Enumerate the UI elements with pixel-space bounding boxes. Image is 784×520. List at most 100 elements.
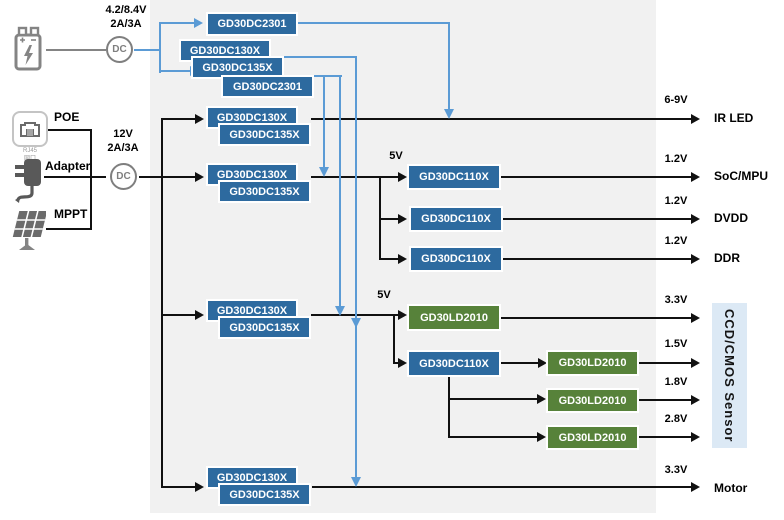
distribution-trunk-line <box>161 118 163 488</box>
arrowhead <box>691 432 700 442</box>
arrowhead <box>398 172 407 182</box>
arrowhead <box>335 306 345 316</box>
connector-line <box>48 129 92 131</box>
arrowhead <box>195 114 204 124</box>
connector-line <box>639 362 692 364</box>
arrowhead <box>537 394 546 404</box>
power-adapter-icon <box>15 159 41 203</box>
arrowhead <box>398 358 407 368</box>
connector-line <box>501 317 692 319</box>
voltage-label-soc: 1.2V <box>664 153 688 165</box>
block-gd30dc110x-ddr: GD30DC110X <box>409 246 503 272</box>
block-gd30ld2010-1v5: GD30LD2010 <box>546 350 639 376</box>
block-gd30ld2010-1v8: GD30LD2010 <box>546 388 639 413</box>
arrowhead <box>195 482 204 492</box>
connector-line <box>323 75 325 168</box>
connector-line <box>381 258 399 260</box>
voltage-label-3v3: 3.3V <box>664 294 688 306</box>
main-voltage-label: 12V <box>113 128 133 140</box>
connector-line <box>163 486 195 488</box>
connector-line <box>134 49 161 51</box>
connector-line <box>296 75 342 77</box>
load-label-soc-mpu: SoC/MPU <box>714 169 768 183</box>
arrowhead <box>691 214 700 224</box>
arrowhead <box>398 214 407 224</box>
connector-line <box>501 176 692 178</box>
connector-line <box>381 176 399 178</box>
connector-line <box>501 362 539 364</box>
ccd-cmos-sensor-block: CCD/CMOS Sensor <box>712 303 747 448</box>
connector-line <box>503 258 692 260</box>
block-gd30dc110x-soc: GD30DC110X <box>407 164 501 190</box>
block-gd30dc110x-dvdd: GD30DC110X <box>409 206 503 232</box>
connector-line <box>311 176 381 178</box>
connector-line <box>161 22 195 24</box>
rj45-caption-line1: RJ45 <box>22 148 37 154</box>
block-gd30dc135x-soc: GD30DC135X <box>218 180 311 203</box>
voltage-label-ddr: 1.2V <box>664 235 688 247</box>
connector-line <box>90 129 92 230</box>
arrowhead <box>194 18 203 28</box>
source-label-adapter: Adapter <box>45 159 91 173</box>
arrowhead <box>691 358 700 368</box>
connector-line <box>139 176 163 178</box>
voltage-label-motor: 3.3V <box>664 464 688 476</box>
arrowhead <box>691 482 700 492</box>
load-label-motor: Motor <box>714 481 748 495</box>
connector-line <box>381 218 399 220</box>
block-gd30dc135x-battery: GD30DC135X <box>191 56 284 79</box>
battery-icon <box>14 26 42 71</box>
main-dc-converter-circle: DC <box>110 163 137 190</box>
connector-line <box>44 176 106 178</box>
connector-line <box>311 118 692 120</box>
connector-line <box>163 314 195 316</box>
arrowhead <box>691 395 700 405</box>
battery-current-label: 2A/3A <box>110 18 142 30</box>
connector-line <box>639 436 692 438</box>
arrowhead <box>195 310 204 320</box>
connector-line <box>311 314 395 316</box>
arrowhead <box>691 254 700 264</box>
connector-line <box>46 228 92 230</box>
voltage-label-2v8: 2.8V <box>664 413 688 425</box>
rj45-caption: RJ45 网口 <box>8 148 52 164</box>
voltage-label-ir: 6-9V <box>664 94 688 106</box>
connector-line <box>395 362 399 364</box>
connector-line <box>339 75 341 307</box>
block-gd30dc135x-motor: GD30DC135X <box>218 483 311 506</box>
connector-line <box>355 56 357 478</box>
arrowhead <box>351 318 361 328</box>
connector-line <box>284 56 357 58</box>
source-label-poe: POE <box>54 110 80 124</box>
connector-line <box>161 70 191 72</box>
arrowhead <box>195 172 204 182</box>
connector-line <box>639 399 692 401</box>
load-label-ir-led: IR LED <box>714 111 754 125</box>
rail-label-5v: 5V <box>389 150 403 162</box>
connector-line <box>448 22 450 109</box>
block-gd30dc135x-ir: GD30DC135X <box>218 123 311 146</box>
load-label-dvdd: DVDD <box>714 211 749 225</box>
connector-line <box>393 314 399 316</box>
arrowhead <box>398 254 407 264</box>
block-gd30dc2301-battery-2: GD30DC2301 <box>221 75 314 98</box>
connector-line <box>503 218 692 220</box>
connector-line <box>298 22 450 24</box>
arrowhead <box>538 358 547 368</box>
voltage-label-dvdd: 1.2V <box>664 195 688 207</box>
arrowhead <box>351 477 361 487</box>
source-label-mppt: MPPT <box>54 207 88 221</box>
rj45-caption-line2: 网口 <box>23 155 36 162</box>
connector-line <box>448 377 450 438</box>
block-gd30ld2010-3v3: GD30LD2010 <box>407 304 501 331</box>
connector-line <box>163 118 195 120</box>
arrowhead <box>444 109 454 119</box>
connector-line <box>448 436 538 438</box>
battery-dc-converter-circle: DC <box>106 36 133 63</box>
block-gd30dc2301-battery: GD30DC2301 <box>206 12 298 36</box>
rail-label-5v-2: 5V <box>377 289 391 301</box>
battery-voltage-label: 4.2/8.4V <box>105 4 147 16</box>
connector-line <box>312 486 692 488</box>
arrowhead <box>691 313 700 323</box>
